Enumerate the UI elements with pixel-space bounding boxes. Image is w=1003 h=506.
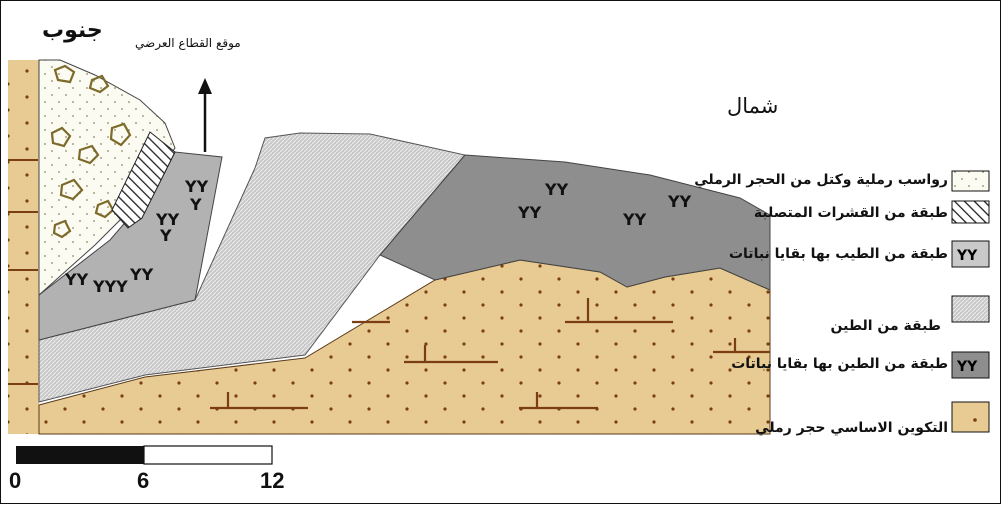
legend-swatch-plant-symbol-dark: YY: [956, 359, 978, 375]
scale-tick-0: 0: [9, 468, 21, 494]
plant-symbol: Y: [189, 195, 202, 214]
plant-symbol: YY: [64, 270, 89, 289]
scale-tick-12: 12: [260, 468, 284, 494]
legend-label-clay-plants: طبقة من الطين بها بقايا نباتات: [731, 356, 948, 372]
legend-swatch-hardened-crust: [952, 201, 989, 223]
plant-symbol: YY: [667, 192, 692, 211]
legend-swatch-sand-blocks: [952, 171, 989, 191]
legend-swatch-sandstone: [952, 402, 989, 432]
plant-symbol: YY: [517, 203, 542, 222]
plant-symbol: YY: [544, 180, 569, 199]
scale-bar-black: [16, 446, 144, 464]
legend-label-sand-blocks: رواسب رملية وكتل من الحجر الرملي: [694, 172, 948, 188]
legend-label-sandstone: التكوين الاساسي حجر رملي: [755, 420, 948, 436]
legend-label-plant-layer: طبقة من الطيب بها بقايا نباتات: [729, 246, 948, 262]
scale-bar-white: [144, 446, 272, 464]
legend-label-hardened-crust: طبقة من القشرات المتصلبة: [754, 205, 948, 221]
legend-swatch-clay: [952, 296, 989, 322]
section-location-arrowhead: [198, 78, 212, 94]
plant-symbol: YY: [184, 177, 209, 196]
section-location-label: موقع القطاع العرضي: [135, 36, 241, 50]
legend-swatch-plant-symbol: YY: [956, 248, 978, 264]
plant-symbol: YYY: [92, 277, 128, 296]
scale-tick-6: 6: [137, 468, 149, 494]
sandstone-column: [8, 60, 39, 434]
south-label: جنوب: [42, 18, 103, 43]
plant-symbol: YY: [129, 265, 154, 284]
north-label: شمال: [727, 94, 778, 118]
plant-symbol: YY: [622, 210, 647, 229]
legend-label-clay: طبقة من الطين: [831, 318, 942, 334]
plant-symbol: Y: [159, 226, 172, 245]
